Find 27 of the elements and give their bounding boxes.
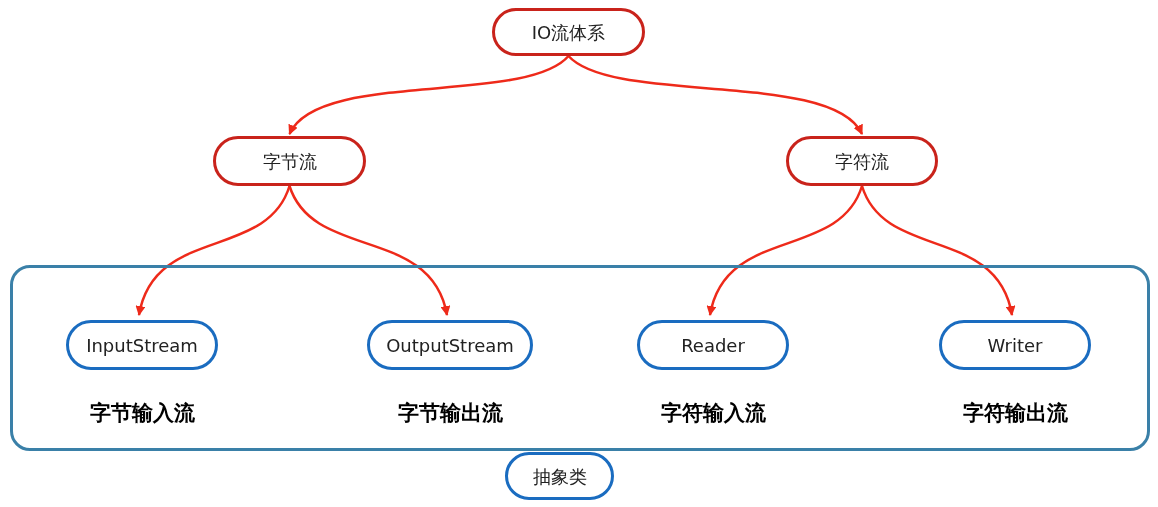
arrow — [136, 185, 291, 316]
rounded-node — [367, 320, 533, 370]
arrow — [860, 185, 1015, 316]
rounded-node — [637, 320, 789, 370]
rounded-node — [505, 452, 614, 500]
node-label: 字节流 — [262, 149, 317, 174]
node-label: Reader — [681, 333, 745, 358]
rounded-node — [939, 320, 1091, 370]
arrow — [707, 185, 864, 316]
node-caption: 字符输入流 — [659, 400, 767, 427]
node-label: IO流体系 — [531, 20, 606, 45]
arrow — [288, 185, 450, 316]
rounded-node — [492, 8, 645, 56]
rounded-node — [786, 136, 938, 186]
arrow — [567, 55, 863, 135]
node-label: InputStream — [86, 333, 198, 358]
arrow — [288, 55, 570, 135]
node-label: 字符流 — [835, 149, 889, 174]
node-label: Writer — [987, 333, 1043, 358]
frame-box — [10, 265, 1150, 451]
node-caption: 字节输入流 — [88, 400, 196, 427]
node-label: 抽象类 — [532, 464, 587, 489]
node-label: OutputStream — [386, 333, 514, 358]
rounded-node — [66, 320, 218, 370]
rounded-node — [213, 136, 366, 186]
node-caption: 字符输出流 — [961, 400, 1069, 427]
node-caption: 字节输出流 — [396, 400, 504, 427]
